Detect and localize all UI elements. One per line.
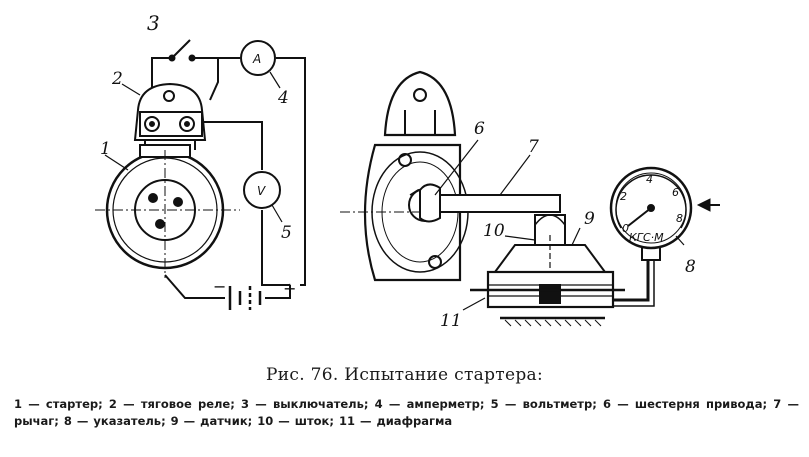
- gauge-tick-8: 8: [676, 212, 683, 225]
- torque-gauge: 0 2 4 6 8 КГС·М: [609, 166, 693, 261]
- figure-caption: Рис. 76. Испытание стартера:: [266, 365, 543, 385]
- leader-lines: [104, 71, 283, 223]
- hydraulic-line: [613, 258, 650, 302]
- gauge-tick-6: 6: [672, 186, 679, 199]
- callout-labels: 3 2 1 4 5 6 7 9 10 8 11: [100, 11, 696, 331]
- figure-legend: 1 — стартер; 2 — тяговое реле; 3 — выклю…: [14, 397, 799, 428]
- gauge-tick-4: 4: [646, 173, 653, 186]
- starter-body: [95, 144, 240, 278]
- lever: [419, 183, 561, 223]
- callout-7: 7: [528, 137, 539, 157]
- sensor: [486, 214, 615, 309]
- traction-relay: [133, 82, 207, 150]
- gauge-unit-label: КГС·М: [629, 231, 664, 244]
- callout-4: 4: [277, 88, 289, 108]
- voltmeter: V: [243, 171, 281, 209]
- battery: − +: [213, 277, 296, 310]
- callout-1: 1: [100, 139, 111, 159]
- ammeter-symbol: A: [252, 52, 261, 66]
- gauge-tick-0: 0: [622, 222, 629, 235]
- starter-test-diagram: A V − +: [95, 11, 720, 331]
- callout-3: 3: [147, 11, 160, 35]
- ammeter: A: [240, 40, 276, 76]
- arrow-icon: [696, 198, 720, 212]
- circuit-wires: [151, 57, 306, 299]
- callout-6: 6: [474, 119, 485, 139]
- switch: [168, 39, 196, 62]
- battery-plus: +: [283, 279, 296, 298]
- leader-lines-right: [434, 139, 685, 311]
- mounting-flange: [383, 70, 457, 137]
- battery-minus: −: [213, 277, 226, 296]
- voltmeter-symbol: V: [257, 184, 266, 198]
- callout-11: 11: [440, 311, 462, 331]
- starter-circuit: A V − +: [95, 39, 306, 310]
- callout-5: 5: [281, 223, 292, 243]
- gauge-tick-2: 2: [620, 190, 627, 203]
- torque-test-rig: 0 2 4 6 8 КГС·М: [340, 70, 720, 327]
- callout-10: 10: [483, 221, 505, 241]
- diaphragm-base: [470, 288, 625, 327]
- callout-2: 2: [111, 69, 123, 89]
- callout-8: 8: [685, 257, 696, 277]
- callout-9: 9: [584, 209, 595, 229]
